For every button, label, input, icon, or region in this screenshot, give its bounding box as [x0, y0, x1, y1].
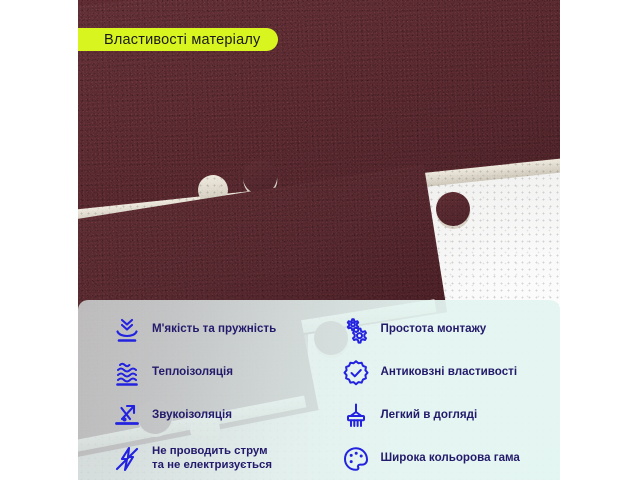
anti-slip-badge-check-icon: [342, 359, 370, 387]
features-right-column: Простота монтажу Антиковзні властивості: [332, 300, 561, 480]
feature-label: Широка кольорова гама: [380, 451, 520, 465]
title-banner: Властивості матеріалу: [78, 28, 279, 51]
feature-label: Простота монтажу: [380, 322, 487, 336]
thermal-insulation-waves-icon: [113, 359, 141, 387]
softness-elasticity-icon: [113, 316, 141, 344]
feature-no-electricity: Не проводить струм та не електризується: [113, 437, 332, 480]
feature-label: Звукоізоляція: [152, 408, 233, 422]
feature-label: М'якість та пружність: [152, 322, 277, 336]
feature-label: Легкий в догляді: [380, 408, 478, 422]
brush-cleaning-icon: [342, 402, 370, 430]
feature-label: Антиковзні властивості: [380, 365, 518, 379]
feature-label-line2: та не електризується: [152, 458, 273, 471]
gears-icon: [342, 316, 370, 344]
sound-insulation-icon: [113, 402, 141, 430]
feature-anti-slip: Антиковзні властивості: [342, 351, 561, 394]
feature-label: Теплоізоляція: [152, 365, 233, 379]
no-electricity-icon: [113, 445, 141, 473]
feature-easy-care: Легкий в догляді: [342, 394, 561, 437]
features-left-column: М'якість та пружність Теплоізоляція: [78, 300, 332, 480]
feature-easy-installation: Простота монтажу: [342, 308, 561, 351]
color-palette-icon: [342, 445, 370, 473]
feature-color-range: Широка кольорова гама: [342, 437, 561, 480]
feature-softness: М'якість та пружність: [113, 308, 332, 351]
feature-label: Не проводить струм та не електризується: [152, 445, 272, 473]
page-title: Властивості матеріалу: [104, 31, 261, 48]
feature-label-line1: Не проводить струм: [152, 444, 268, 457]
feature-sound-insulation: Звукоізоляція: [113, 394, 332, 437]
features-panel: М'якість та пружність Теплоізоляція: [78, 300, 560, 480]
feature-thermal-insulation: Теплоізоляція: [113, 351, 332, 394]
